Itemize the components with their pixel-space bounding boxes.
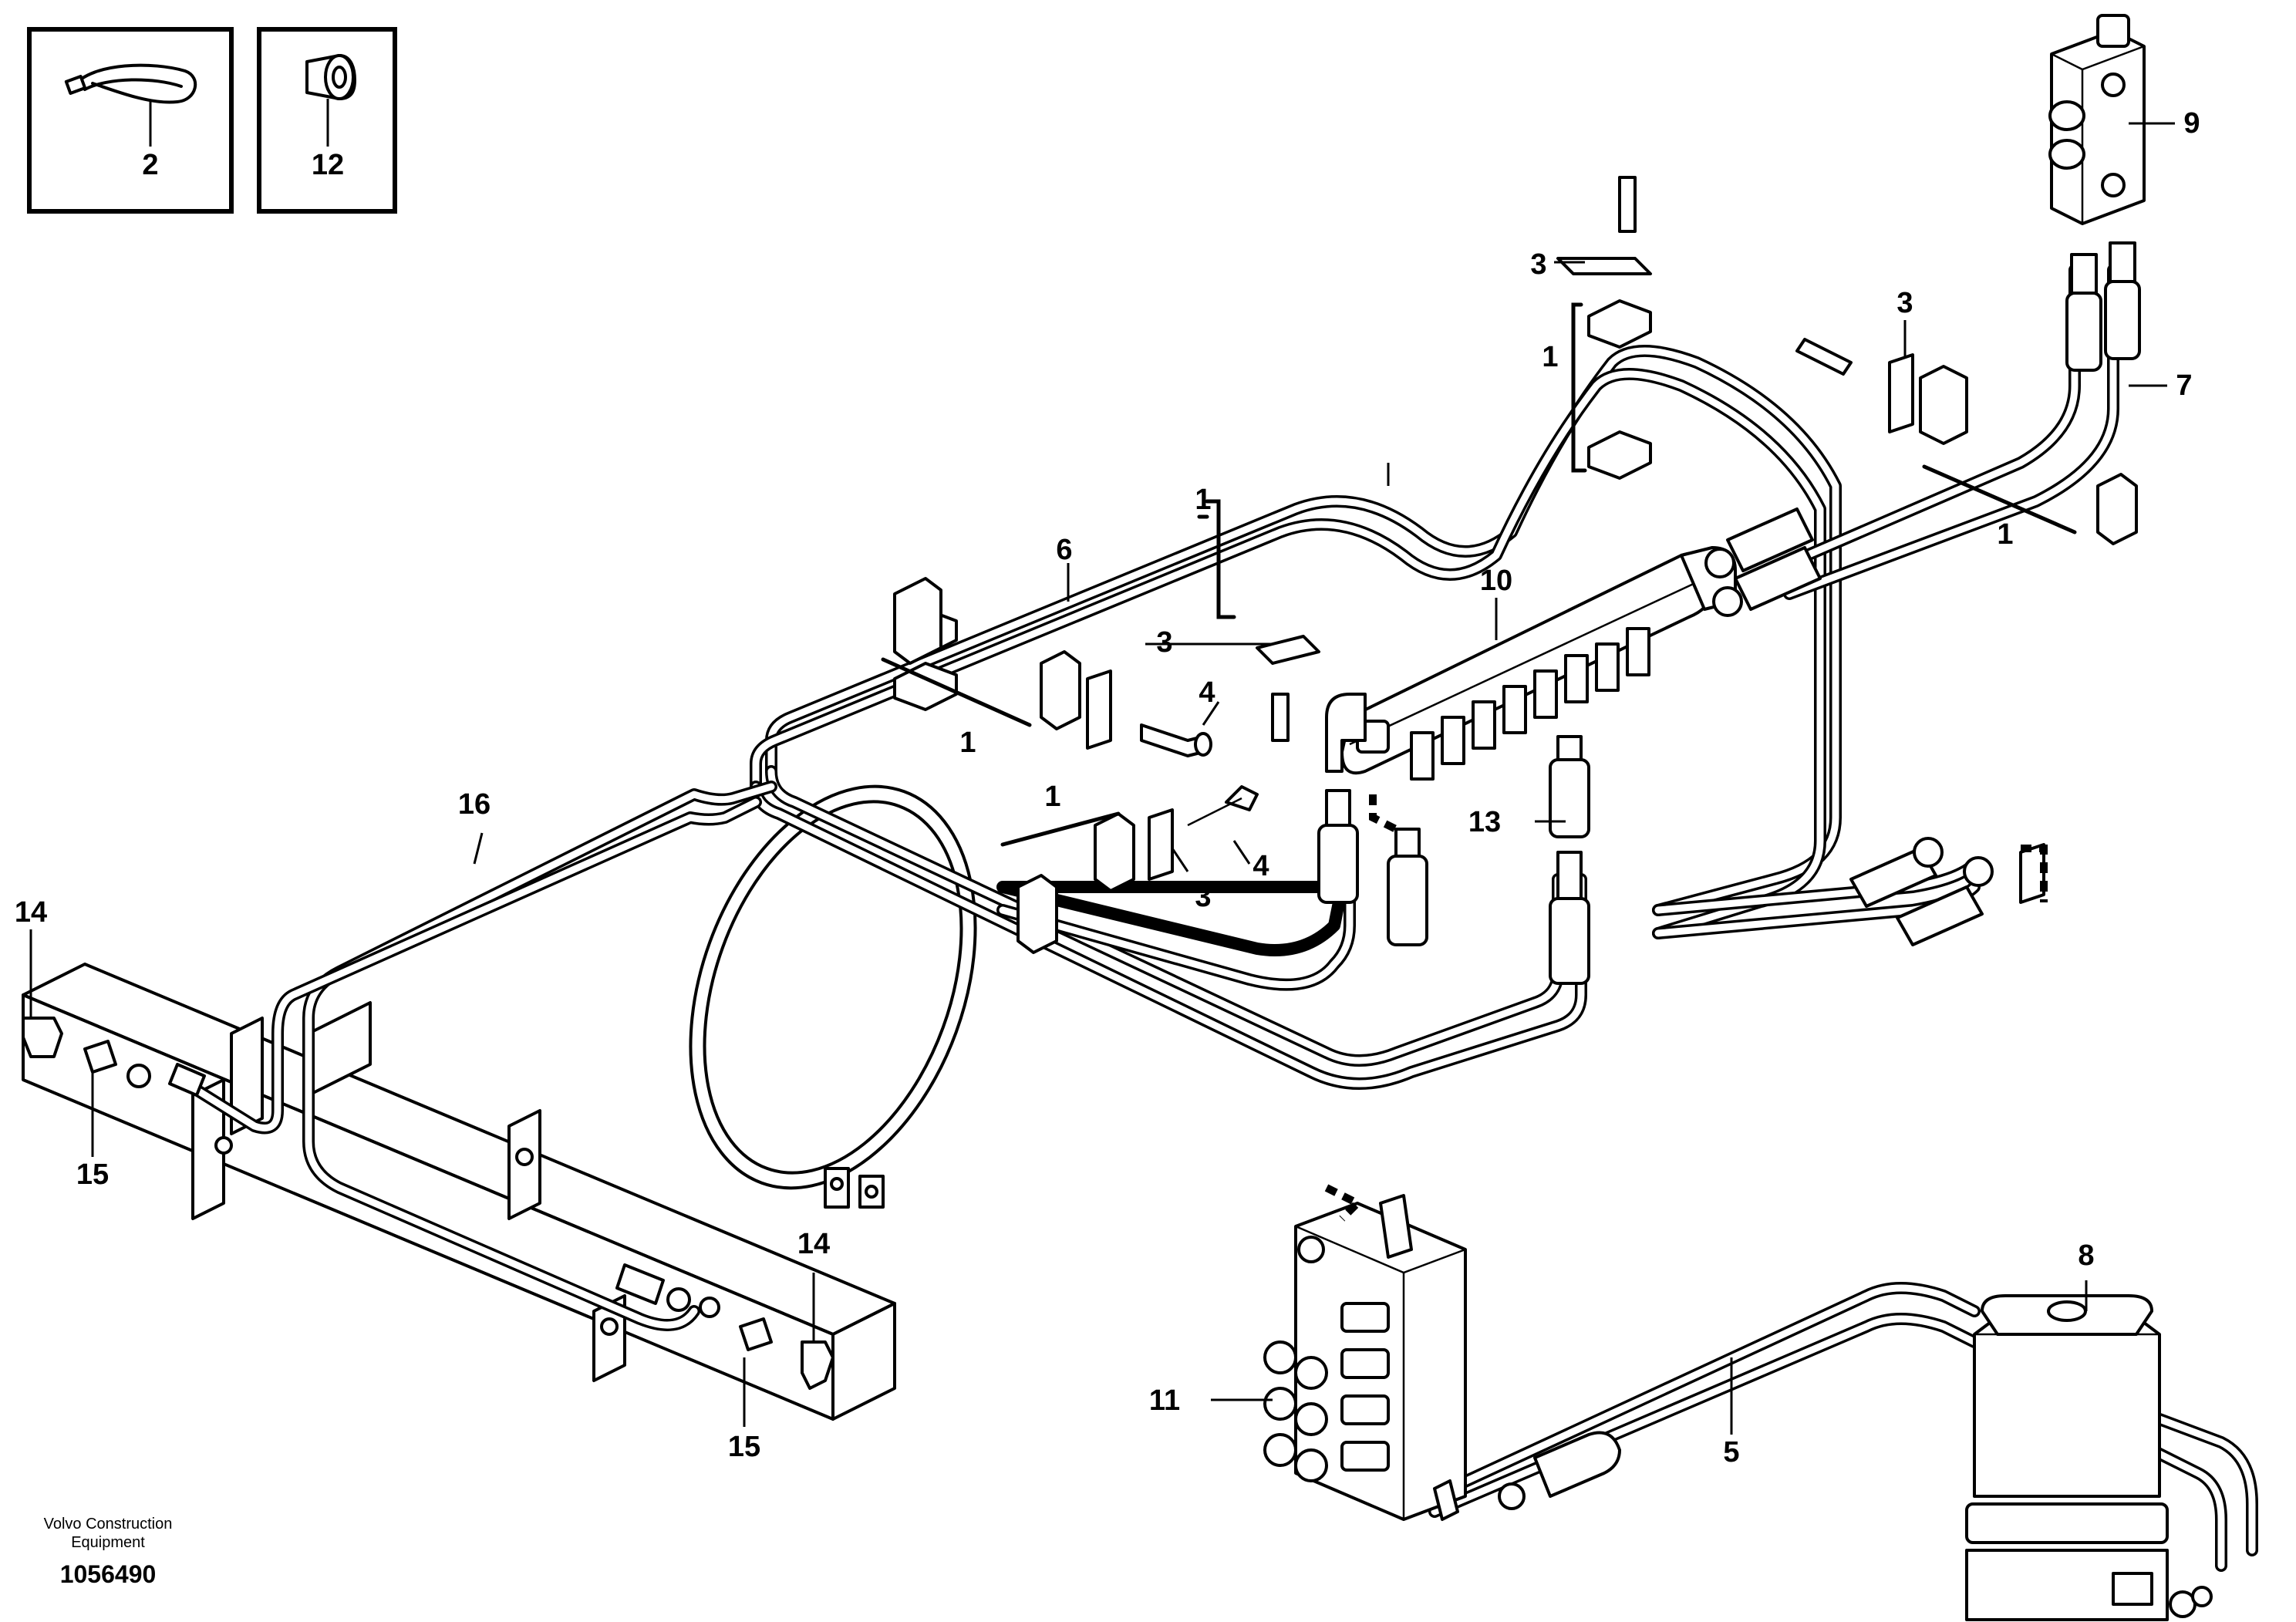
callout-1-top-center: 1	[1542, 341, 1558, 373]
callout-8: 8	[2078, 1239, 2094, 1272]
company-name-line1: Volvo Construction	[44, 1516, 173, 1533]
callout-1-right: 1	[1997, 518, 2013, 551]
ring-bracket	[689, 784, 977, 1209]
elbow-fittings	[22, 1017, 834, 1390]
callout-1-upper-center: 1	[1195, 484, 1211, 516]
callout-5: 5	[1723, 1436, 1739, 1469]
callout-4-upper: 4	[1199, 676, 1215, 709]
callout-11: 11	[1149, 1384, 1180, 1417]
callout-1-lower: 1	[1044, 781, 1060, 813]
hose-fittings	[88, 241, 2141, 1510]
pipe-clamps	[893, 299, 2138, 954]
callout-15-lower: 15	[728, 1431, 760, 1463]
inset-spacer-sleeve: 12	[257, 27, 397, 214]
callout-3-top: 3	[1530, 248, 1546, 281]
company-name-line2: Equipment	[71, 1534, 145, 1551]
callout-6: 6	[1056, 534, 1072, 566]
callout-3-lower: 3	[1195, 881, 1211, 913]
callout-1-left: 1	[959, 727, 976, 759]
screws	[1140, 176, 1853, 827]
drawing-number: 1056490	[60, 1560, 157, 1588]
cable-tie-icon	[64, 63, 197, 104]
callout-7: 7	[2176, 369, 2192, 402]
callout-15-left: 15	[76, 1158, 109, 1191]
callout-14-lower: 14	[797, 1228, 830, 1260]
valve-block	[2048, 14, 2146, 225]
spacer-sleeve-icon	[305, 54, 356, 100]
drawing-footer: Volvo Construction Equipment 1056490	[44, 1516, 173, 1588]
callout-4-lower: 4	[1253, 850, 1269, 882]
callout-10: 10	[1480, 565, 1512, 597]
inset-cable-tie: 2	[27, 27, 234, 214]
distribution-manifold	[1325, 546, 1737, 781]
callout-3-right: 3	[1896, 287, 1913, 319]
callout-leaders	[29, 122, 2175, 1435]
accumulator	[1965, 1294, 2213, 1621]
inset-label-2: 2	[142, 149, 158, 181]
inset-label-12: 12	[312, 149, 344, 181]
callout-labels: 1 1 1 1 1 3 3 3 3 4 4 5 6 7 8 9 10 11 13…	[15, 107, 2200, 1469]
callout-13: 13	[1468, 806, 1501, 838]
washer-plates	[1086, 257, 1914, 881]
callout-14-left: 14	[15, 896, 47, 929]
sensor-wires	[1324, 794, 2048, 1222]
callout-9: 9	[2183, 107, 2200, 140]
callout-16: 16	[458, 788, 491, 821]
callout-3-center: 3	[1156, 626, 1172, 659]
control-valve-bank	[1263, 1194, 1467, 1521]
